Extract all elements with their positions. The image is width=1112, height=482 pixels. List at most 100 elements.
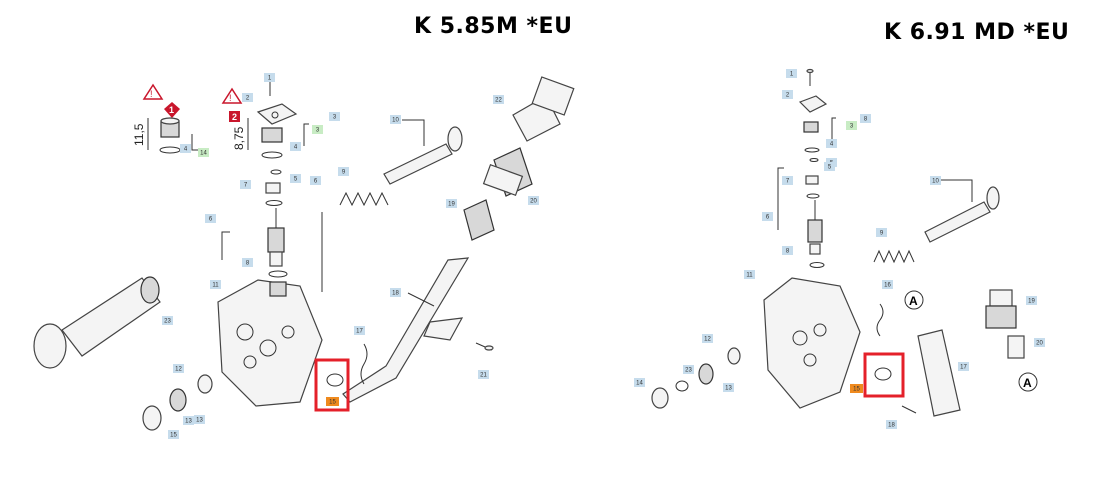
ring-23 [675, 380, 689, 392]
svg-text:2: 2 [232, 112, 237, 122]
fitting-19 [985, 289, 1017, 329]
part-label-tag [824, 162, 835, 171]
spring-clip-17 [360, 343, 368, 385]
model-title-right: K 6.91 MD *EU [884, 20, 1070, 45]
part-label-text: 20 [1036, 341, 1043, 347]
right-part-labels: 12384557689101112131415161718192023 [634, 69, 1045, 429]
svg-text:A: A [1023, 376, 1032, 390]
part-label-tag [860, 114, 871, 123]
part-label-tag [930, 176, 941, 185]
valve-body [261, 127, 283, 206]
callout-line [940, 179, 973, 202]
pump-housing [217, 279, 323, 407]
part-label-text: 15 [853, 387, 860, 393]
callout-line [777, 167, 784, 230]
part-label-text: 12 [704, 337, 711, 343]
part-label-tag [162, 316, 173, 325]
part-label-tag [173, 364, 184, 373]
part-label-tag [338, 167, 349, 176]
part-label-text: 22 [495, 98, 502, 104]
part-label-text: 2 [786, 93, 790, 99]
part-label-tag [958, 362, 969, 371]
part-label-tag [264, 73, 275, 82]
part-label-tag [846, 121, 857, 130]
part-label-tag [210, 280, 221, 289]
part-label-tag [782, 90, 793, 99]
callout-line [221, 231, 230, 260]
part-label-tag [390, 288, 401, 297]
part-label-tag [683, 365, 694, 374]
part-label-text: 23 [164, 319, 171, 325]
part-label-tag [329, 112, 340, 121]
part-label-text: 6 [766, 215, 770, 221]
valve-body [803, 121, 820, 199]
piston-rod [383, 126, 463, 185]
part-label-text: 17 [356, 329, 363, 335]
part-label-text: 3 [850, 124, 854, 130]
part-label-text: 10 [932, 179, 939, 185]
callout-line [407, 292, 435, 307]
part-label-text: 8 [864, 117, 868, 123]
part-label-tag [882, 280, 893, 289]
warning-icon: ! [142, 83, 164, 100]
part-label-text: 8 [246, 261, 250, 267]
callout-line [402, 119, 425, 146]
part-label-text: 14 [200, 151, 207, 157]
warning-icon: ! [221, 87, 243, 104]
fitting-20 [1007, 335, 1025, 359]
part-label-text: 15 [170, 433, 177, 439]
inlet-hose [342, 257, 470, 403]
svg-text:!: ! [150, 89, 153, 99]
part-label-tag [1026, 296, 1037, 305]
warning-badge-2: 2 [229, 111, 240, 122]
part-label-text: 18 [888, 423, 895, 429]
highlight-box-right [863, 352, 905, 398]
seal-14 [651, 387, 669, 409]
part-label-tag [240, 180, 251, 189]
part-label-tag [744, 270, 755, 279]
screw-1 [806, 68, 814, 86]
highlight-box-left [314, 358, 350, 412]
part-label-text: 6 [209, 217, 213, 223]
right-diagram: A A [651, 68, 1038, 417]
part-label-text: 23 [685, 368, 692, 374]
spring [873, 249, 915, 264]
seal-12 [197, 374, 213, 394]
part-label-tag [826, 139, 837, 148]
part-label-tag [634, 378, 645, 387]
spring [339, 191, 389, 207]
part-label-text: 6 [314, 179, 318, 185]
part-label-tag [446, 199, 457, 208]
part-label-text: 2 [246, 96, 250, 102]
part-label-text: 19 [448, 202, 455, 208]
part-label-text: 3 [333, 115, 337, 121]
part-label-tag [762, 212, 773, 221]
part-label-tag [876, 228, 887, 237]
part-label-tag [786, 69, 797, 78]
callout-line [303, 123, 309, 146]
part-label-tag [194, 415, 205, 424]
valve-plate [798, 95, 828, 113]
part-label-tag [326, 397, 339, 406]
part-label-text: 7 [244, 183, 248, 189]
callout-line [831, 117, 836, 140]
piston-rod [924, 186, 1000, 243]
svg-text:1: 1 [169, 105, 174, 115]
part-label-tag [528, 196, 539, 205]
warning-badge-1: 1 [164, 102, 180, 118]
bushing-13 [169, 388, 187, 412]
part-label-text: 9 [880, 231, 884, 237]
left-diagram: 11,5 8,75 ! ! 1 2 [33, 73, 575, 431]
pump-housing [763, 277, 861, 409]
part-label-text: 1 [790, 72, 794, 78]
part-label-text: 17 [960, 365, 967, 371]
part-label-text: 4 [294, 145, 298, 151]
part-label-tag [205, 214, 216, 223]
filter-19 [463, 199, 495, 241]
valve-plate [256, 103, 298, 125]
bushing-13 [698, 363, 714, 385]
part-label-text: 3 [316, 128, 320, 134]
part-label-tag [702, 334, 713, 343]
part-label-text: 13 [196, 418, 203, 424]
